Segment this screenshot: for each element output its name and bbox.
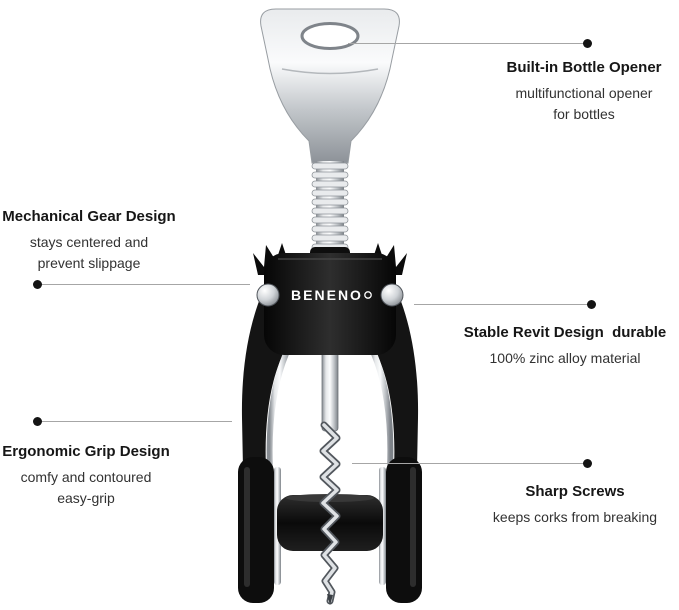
worm-shaft <box>321 344 339 432</box>
main-body <box>264 253 396 355</box>
callout-line-screw <box>352 463 588 464</box>
callout-dot-screw <box>583 459 592 468</box>
callout-line-grip <box>38 421 232 422</box>
grip-legs <box>238 457 422 603</box>
callout-line-rivet <box>414 304 592 305</box>
callout-bottle-opener: Built-in Bottle Opener multifunctional o… <box>494 57 674 125</box>
brand-logo-dot <box>364 291 372 299</box>
brand-label: BENENO <box>291 287 363 303</box>
callout-subtitle-screw: keeps corks from breaking <box>492 509 658 525</box>
callout-title-rivet: Stable Revit Design durable <box>463 324 667 341</box>
callout-line-gear <box>38 284 250 285</box>
callout-dot-rivet <box>587 300 596 309</box>
bottle-opener-head <box>260 8 400 164</box>
corkscrew-illustration: BENENO <box>238 8 422 605</box>
callout-grip: Ergonomic Grip Design comfy and contoure… <box>0 441 172 509</box>
left-grip-leg <box>238 457 274 603</box>
callout-dot-grip <box>33 417 42 426</box>
corkscrew-worm <box>321 423 339 603</box>
callout-subtitle-rivet: 100% zinc alloy material <box>489 350 641 366</box>
callout-title-screw: Sharp Screws <box>525 483 625 500</box>
callout-gear: Mechanical Gear Design stays centered an… <box>0 206 178 274</box>
callout-title-grip: Ergonomic Grip Design <box>2 443 170 460</box>
bottle-opener-hole <box>300 22 360 50</box>
callout-line-bottle-opener <box>348 43 588 44</box>
callout-dot-gear <box>33 280 42 289</box>
worm-tip <box>327 594 333 605</box>
rivet-left <box>256 283 280 307</box>
callout-subtitle-gear: stays centered and prevent slippage <box>29 234 149 271</box>
callout-screw: Sharp Screws keeps corks from breaking <box>465 481 679 528</box>
callout-subtitle-bottle-opener: multifunctional opener for bottles <box>515 85 653 122</box>
left-arm-chrome-edge <box>266 343 293 468</box>
callout-title-bottle-opener: Built-in Bottle Opener <box>506 59 662 76</box>
right-grip-leg <box>386 457 422 603</box>
callout-rivet: Stable Revit Design durable 100% zinc al… <box>447 322 679 369</box>
right-arm-chrome-edge <box>367 343 394 468</box>
rivet-right <box>380 283 404 307</box>
callout-dot-bottle-opener <box>583 39 592 48</box>
opener-lip-line <box>281 68 379 75</box>
callout-subtitle-grip: comfy and contoured easy-grip <box>20 469 152 506</box>
ribbed-shaft <box>311 161 349 253</box>
callout-title-gear: Mechanical Gear Design <box>2 208 176 225</box>
